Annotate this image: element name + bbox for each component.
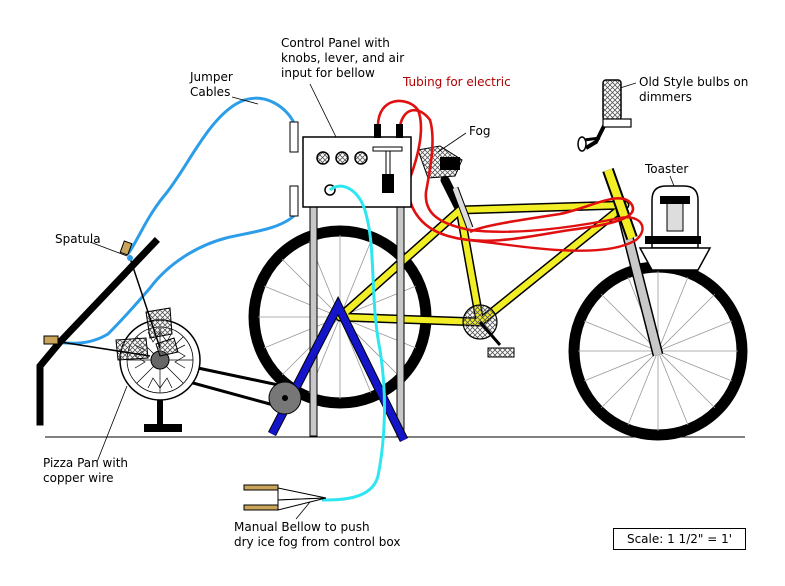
manual-bellow-label: Manual Bellow to push dry ice fog from c… [234, 520, 400, 550]
spatula-label: Spatula [55, 232, 101, 247]
old-style-bulbs-label: Old Style bulbs on dimmers [639, 75, 748, 105]
knob-3 [355, 152, 367, 164]
knob-2 [336, 152, 348, 164]
jumper-cables [128, 98, 296, 254]
chainring [463, 305, 514, 357]
spatula-handle-lower [44, 336, 58, 344]
scale-box: Scale: 1 1/2" = 1' [613, 528, 746, 550]
electric-tubing [378, 101, 633, 241]
pizza-pan-icon [116, 308, 200, 400]
jumper-cables-label: Jumper Cables [190, 70, 233, 100]
toaster-label: Toaster [645, 162, 688, 177]
control-stand-right-leg [397, 204, 404, 436]
lever [386, 148, 390, 178]
knob-1 [317, 152, 329, 164]
fog-label: Fog [469, 124, 490, 139]
control-panel-box [290, 122, 411, 216]
control-stand-left-leg [310, 204, 317, 436]
tubing-label: Tubing for electric [403, 75, 511, 90]
toaster-icon [640, 186, 710, 270]
control-panel-label: Control Panel with knobs, lever, and air… [281, 36, 404, 81]
manual-bellow [244, 485, 326, 510]
bulb-icon [603, 80, 631, 127]
pizza-pan-label: Pizza Pan with copper wire [43, 456, 128, 486]
